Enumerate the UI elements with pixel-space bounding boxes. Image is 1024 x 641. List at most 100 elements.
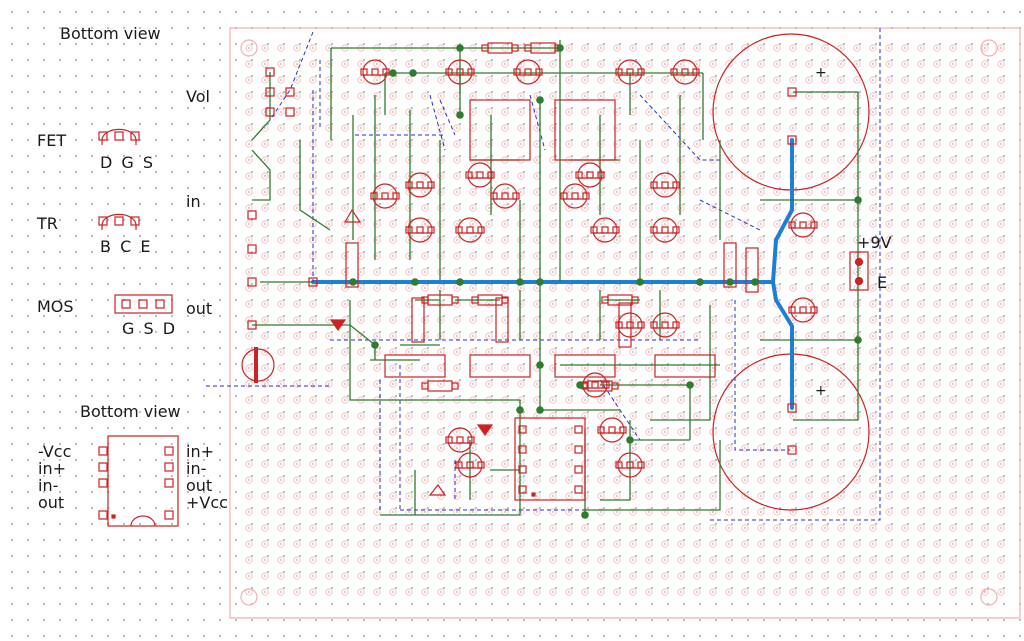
pad-8 xyxy=(308,277,318,287)
pad-9 xyxy=(247,320,257,330)
pad-6 xyxy=(247,244,257,254)
mos-label: MOS xyxy=(37,297,74,316)
fet-pins-label: D G S xyxy=(100,153,156,172)
resistor-v-3 xyxy=(411,297,425,343)
mosfet-pkg-3 xyxy=(654,354,716,378)
transistor-11 xyxy=(652,172,678,198)
mosfet-symbol xyxy=(114,294,173,314)
transistor-3 xyxy=(617,59,643,85)
transistor-7 xyxy=(457,217,483,243)
in-label: in xyxy=(186,192,201,211)
resistor-h-5 xyxy=(427,380,453,392)
transistor-18 xyxy=(457,452,483,478)
fet-label: FET xyxy=(37,131,67,150)
transistor-symbol xyxy=(98,213,140,230)
ic-legend-symbol xyxy=(98,435,179,527)
cap-pad-2 xyxy=(787,403,797,413)
jumper-5 xyxy=(699,199,761,231)
triangle-mark xyxy=(343,208,362,223)
trace-42 xyxy=(650,305,711,421)
cap-pad-1 xyxy=(787,135,797,145)
trace-30 xyxy=(380,400,521,516)
cap-pad-0 xyxy=(787,87,797,97)
out-label: out xyxy=(186,299,213,318)
resistor-v-1 xyxy=(723,242,737,288)
transistor-9 xyxy=(562,183,588,209)
trace-40 xyxy=(585,440,721,511)
pad-4 xyxy=(285,87,295,97)
triangle-mark-2 xyxy=(428,483,447,496)
diode-1 xyxy=(476,424,494,437)
resistor-v-0 xyxy=(345,242,359,288)
mounting-holes xyxy=(240,39,998,606)
pad-0 xyxy=(265,67,275,77)
transistor-17 xyxy=(599,417,625,443)
ic-pin-right-3: out xyxy=(186,476,213,495)
mosfet-pkg-1 xyxy=(469,354,531,378)
ic-pin-left-3: in- xyxy=(38,476,59,495)
transistor-4 xyxy=(672,59,698,85)
tr-pins-label: B C E xyxy=(100,237,153,256)
cap-plus-top: + xyxy=(815,65,827,81)
transistor-10 xyxy=(592,217,618,243)
transistor-15 xyxy=(407,217,433,243)
components xyxy=(241,42,869,501)
jumper-0 xyxy=(269,31,314,121)
trace-23 xyxy=(793,91,859,421)
bottom-view-title-top: Bottom view xyxy=(60,24,161,43)
bottom-view-title-ic: Bottom view xyxy=(80,402,181,421)
jumper-16 xyxy=(529,94,546,151)
ic-dip8 xyxy=(514,417,586,501)
fet-symbol xyxy=(98,128,140,145)
transistor-2 xyxy=(515,59,541,85)
pad-5 xyxy=(247,210,257,220)
transistor-16 xyxy=(447,427,473,453)
ic-pin-right-2: in- xyxy=(186,459,207,478)
transistor-1 xyxy=(447,59,473,85)
transistor-19 xyxy=(617,452,643,478)
transistor-0 xyxy=(362,59,388,85)
transistor-6 xyxy=(407,172,433,198)
jumper-15 xyxy=(429,94,446,151)
jumper-3 xyxy=(439,99,456,136)
trace-47 xyxy=(251,149,271,201)
pad-3 xyxy=(285,107,295,117)
transistor-8 xyxy=(492,183,518,209)
tr-label: TR xyxy=(37,214,58,233)
ic-pin-right-1: in+ xyxy=(186,442,214,461)
pad-7 xyxy=(247,277,257,287)
resistor-v-5 xyxy=(618,302,632,348)
mosfet-pkg-2 xyxy=(554,354,616,378)
trace-49 xyxy=(299,140,331,231)
resistor-v-2 xyxy=(745,247,759,293)
ic-pin-left-2: in+ xyxy=(38,459,66,478)
vol-label: Vol xyxy=(186,87,210,106)
transistor-24 xyxy=(652,312,678,338)
e-label: E xyxy=(877,273,888,292)
diode-0 xyxy=(329,319,347,332)
cap-plus-bottom: + xyxy=(815,383,827,399)
pad-1 xyxy=(265,87,275,97)
mos-pins-label: G S D xyxy=(122,319,178,338)
legend-symbols xyxy=(98,128,179,527)
plus9v-label: +9V xyxy=(857,233,892,252)
cap-pad-3 xyxy=(787,445,797,455)
ic-pin-left-4: out xyxy=(38,493,65,512)
transistor-20 xyxy=(790,212,816,238)
transistor-23 xyxy=(617,312,643,338)
transistor-14 xyxy=(577,162,603,188)
board-outline xyxy=(229,27,1021,619)
jumper-13 xyxy=(734,300,790,451)
junction-dots xyxy=(349,44,862,519)
jumper-6 xyxy=(710,28,881,521)
copper-traces xyxy=(251,40,859,516)
trace-29 xyxy=(349,300,520,401)
power-connector xyxy=(849,251,869,291)
transistor-5 xyxy=(372,183,398,209)
ic-pin-left-1: -Vcc xyxy=(38,442,72,461)
resistor-v-4 xyxy=(495,297,509,343)
transistor-12 xyxy=(652,217,678,243)
trace-36 xyxy=(600,420,631,501)
trimmer-0 xyxy=(469,99,531,161)
